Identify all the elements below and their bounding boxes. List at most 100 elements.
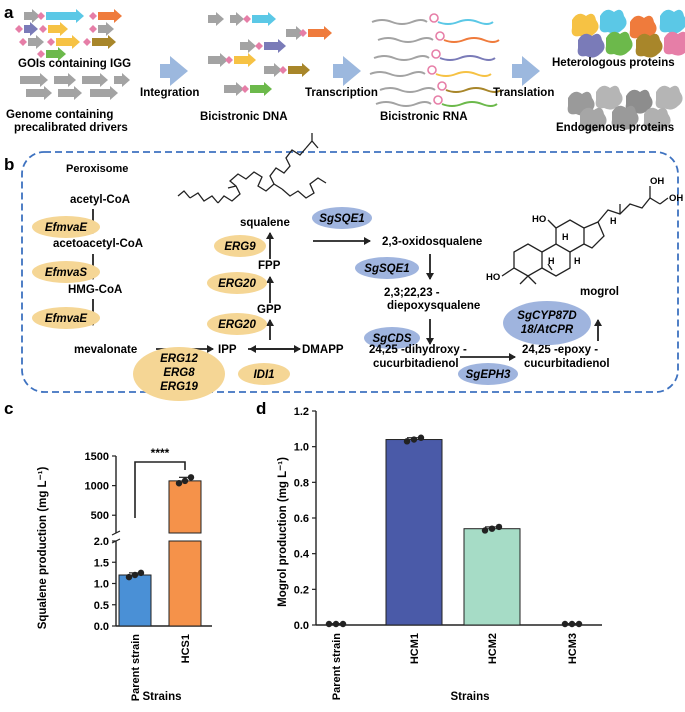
transcription-label: Transcription (305, 87, 378, 99)
protein-blob-icon (629, 15, 657, 40)
translation-label: Translation (493, 87, 554, 99)
rna-loop-icon (435, 31, 445, 41)
squalene-structure (177, 133, 327, 204)
erg20-1-ellipse (207, 313, 267, 335)
gene-arrow-icon (26, 86, 52, 100)
sgcyp-line1: SgCYP87D (517, 310, 576, 322)
rna-strand-icon (377, 37, 434, 43)
panel-b-letter: b (4, 155, 14, 174)
panel-d-point (332, 620, 340, 628)
ho-bottom: HO (486, 272, 500, 283)
rna-strand-icon (369, 71, 426, 77)
gene-arrow-icon (252, 12, 276, 26)
oh-right: OH (669, 193, 683, 204)
ipp: IPP (218, 344, 237, 356)
panel-d-point (568, 620, 576, 628)
panel-d-ytick-label: 0.4 (294, 549, 310, 561)
genome-gene-cluster (20, 73, 130, 100)
rna-loop-icon (427, 65, 437, 75)
gene-arrow-icon (48, 22, 68, 36)
protein-blob-icon (659, 9, 685, 34)
sgsqe1-1: SgSQE1 (319, 213, 364, 225)
h-1: H (562, 232, 569, 242)
endogenous-label: Endogenous proteins (556, 122, 674, 134)
panel-d: d Mogrol production (mg L⁻¹) Strains 0.0… (256, 399, 602, 703)
gene-arrow-icon (208, 53, 228, 67)
panel-d-point (417, 434, 425, 441)
epoxy-line1: 24,25 -epoxy - (522, 344, 598, 356)
h-4: H (610, 216, 617, 226)
protein-blob-icon (571, 13, 599, 38)
protein-blob-icon (611, 105, 639, 130)
diepoxy-line1: 2,3;22,23 - (384, 287, 440, 299)
acetyl-coa: acetyl-CoA (70, 194, 130, 206)
protein-blob-icon (579, 107, 607, 132)
panel-d-ytick-label: 0.6 (294, 513, 309, 525)
erg9-ellipse (214, 235, 266, 257)
panel-d-point (495, 523, 503, 531)
rna-loop-icon (437, 81, 447, 91)
panel-d-ytick-label: 0.8 (294, 477, 309, 489)
gene-arrow-icon (24, 22, 38, 36)
sgcyp-ellipse (503, 301, 591, 345)
gene-arrow-icon (98, 22, 114, 36)
panel-c-ytick-label: 2.0 (94, 536, 109, 548)
peroxisome-boundary (21, 151, 679, 393)
panel-d-point (561, 620, 569, 628)
panel-c-point (187, 474, 195, 481)
genome-label-line2: precalibrated drivers (14, 122, 128, 134)
sgsqe1-1-ellipse (312, 207, 372, 229)
gene-arrow-icon (230, 12, 244, 26)
efmvae-1-ellipse (32, 216, 100, 238)
gene-arrow-icon (58, 86, 82, 100)
panel-d-xtick-label: HCM1 (409, 633, 421, 664)
rna-strand-icon (373, 55, 430, 61)
panel-c-xtick-label: Parent strain (130, 634, 142, 702)
panel-c-bar-lower (168, 540, 202, 627)
h-3: H (548, 256, 555, 266)
protein-blob-icon (599, 9, 627, 34)
rna-strand-icon (375, 101, 432, 107)
sgcds: SgCDS (373, 333, 412, 345)
gene-arrow-icon (46, 9, 84, 23)
gene-arrow-icon (98, 9, 122, 23)
acetoacetyl-coa: acetoacetyl-CoA (53, 238, 143, 250)
gene-arrow-icon (92, 35, 116, 49)
igg-marker-icon (89, 12, 97, 20)
protein-blob-icon (635, 33, 663, 58)
gene-arrow-icon (56, 35, 80, 49)
panel-c-ytick-label: 1500 (85, 451, 109, 463)
gene-arrow-icon (208, 12, 224, 26)
panel-c-bar (118, 574, 152, 627)
gene-arrow-icon (286, 26, 304, 40)
panel-d-ylabel: Mogrol production (mg L⁻¹) (277, 457, 289, 607)
gene-arrow-icon (114, 73, 130, 87)
integration-arrow-icon (160, 56, 188, 86)
panel-d-ytick-label: 1.2 (294, 406, 309, 418)
igg-marker-icon (37, 12, 45, 20)
panel-d-xtick-label: Parent strain (331, 633, 343, 701)
erg8: ERG8 (163, 367, 195, 379)
hmg-coa: HMG-CoA (68, 284, 122, 296)
diepoxy-line2: diepoxysqualene (387, 300, 480, 312)
efmvas: EfmvaS (45, 267, 88, 279)
igg-marker-icon (225, 56, 233, 64)
mogrol: mogrol (580, 286, 619, 298)
panel-d-point (481, 527, 489, 534)
erg12: ERG12 (160, 353, 198, 365)
igg-marker-icon (255, 42, 263, 50)
bicistronic-rna-cluster (369, 13, 502, 107)
sgcyp-line2: 18/AtCPR (521, 324, 574, 336)
gene-arrow-icon (82, 73, 108, 87)
sgsqe1-2: SgSQE1 (364, 263, 409, 275)
panel-d-ytick-label: 1.0 (294, 442, 309, 454)
rna-strand-icon (439, 55, 496, 61)
dmapp: DMAPP (302, 344, 344, 356)
dihydroxy-line1: 24,25 -dihydroxy - (369, 344, 467, 356)
gene-arrow-icon (224, 82, 244, 96)
rna-strand-icon (445, 87, 502, 93)
oh-top: OH (650, 176, 664, 187)
epoxy-line2: cucurbitadienol (524, 358, 610, 370)
bicistronic-dna-cluster (208, 12, 332, 96)
